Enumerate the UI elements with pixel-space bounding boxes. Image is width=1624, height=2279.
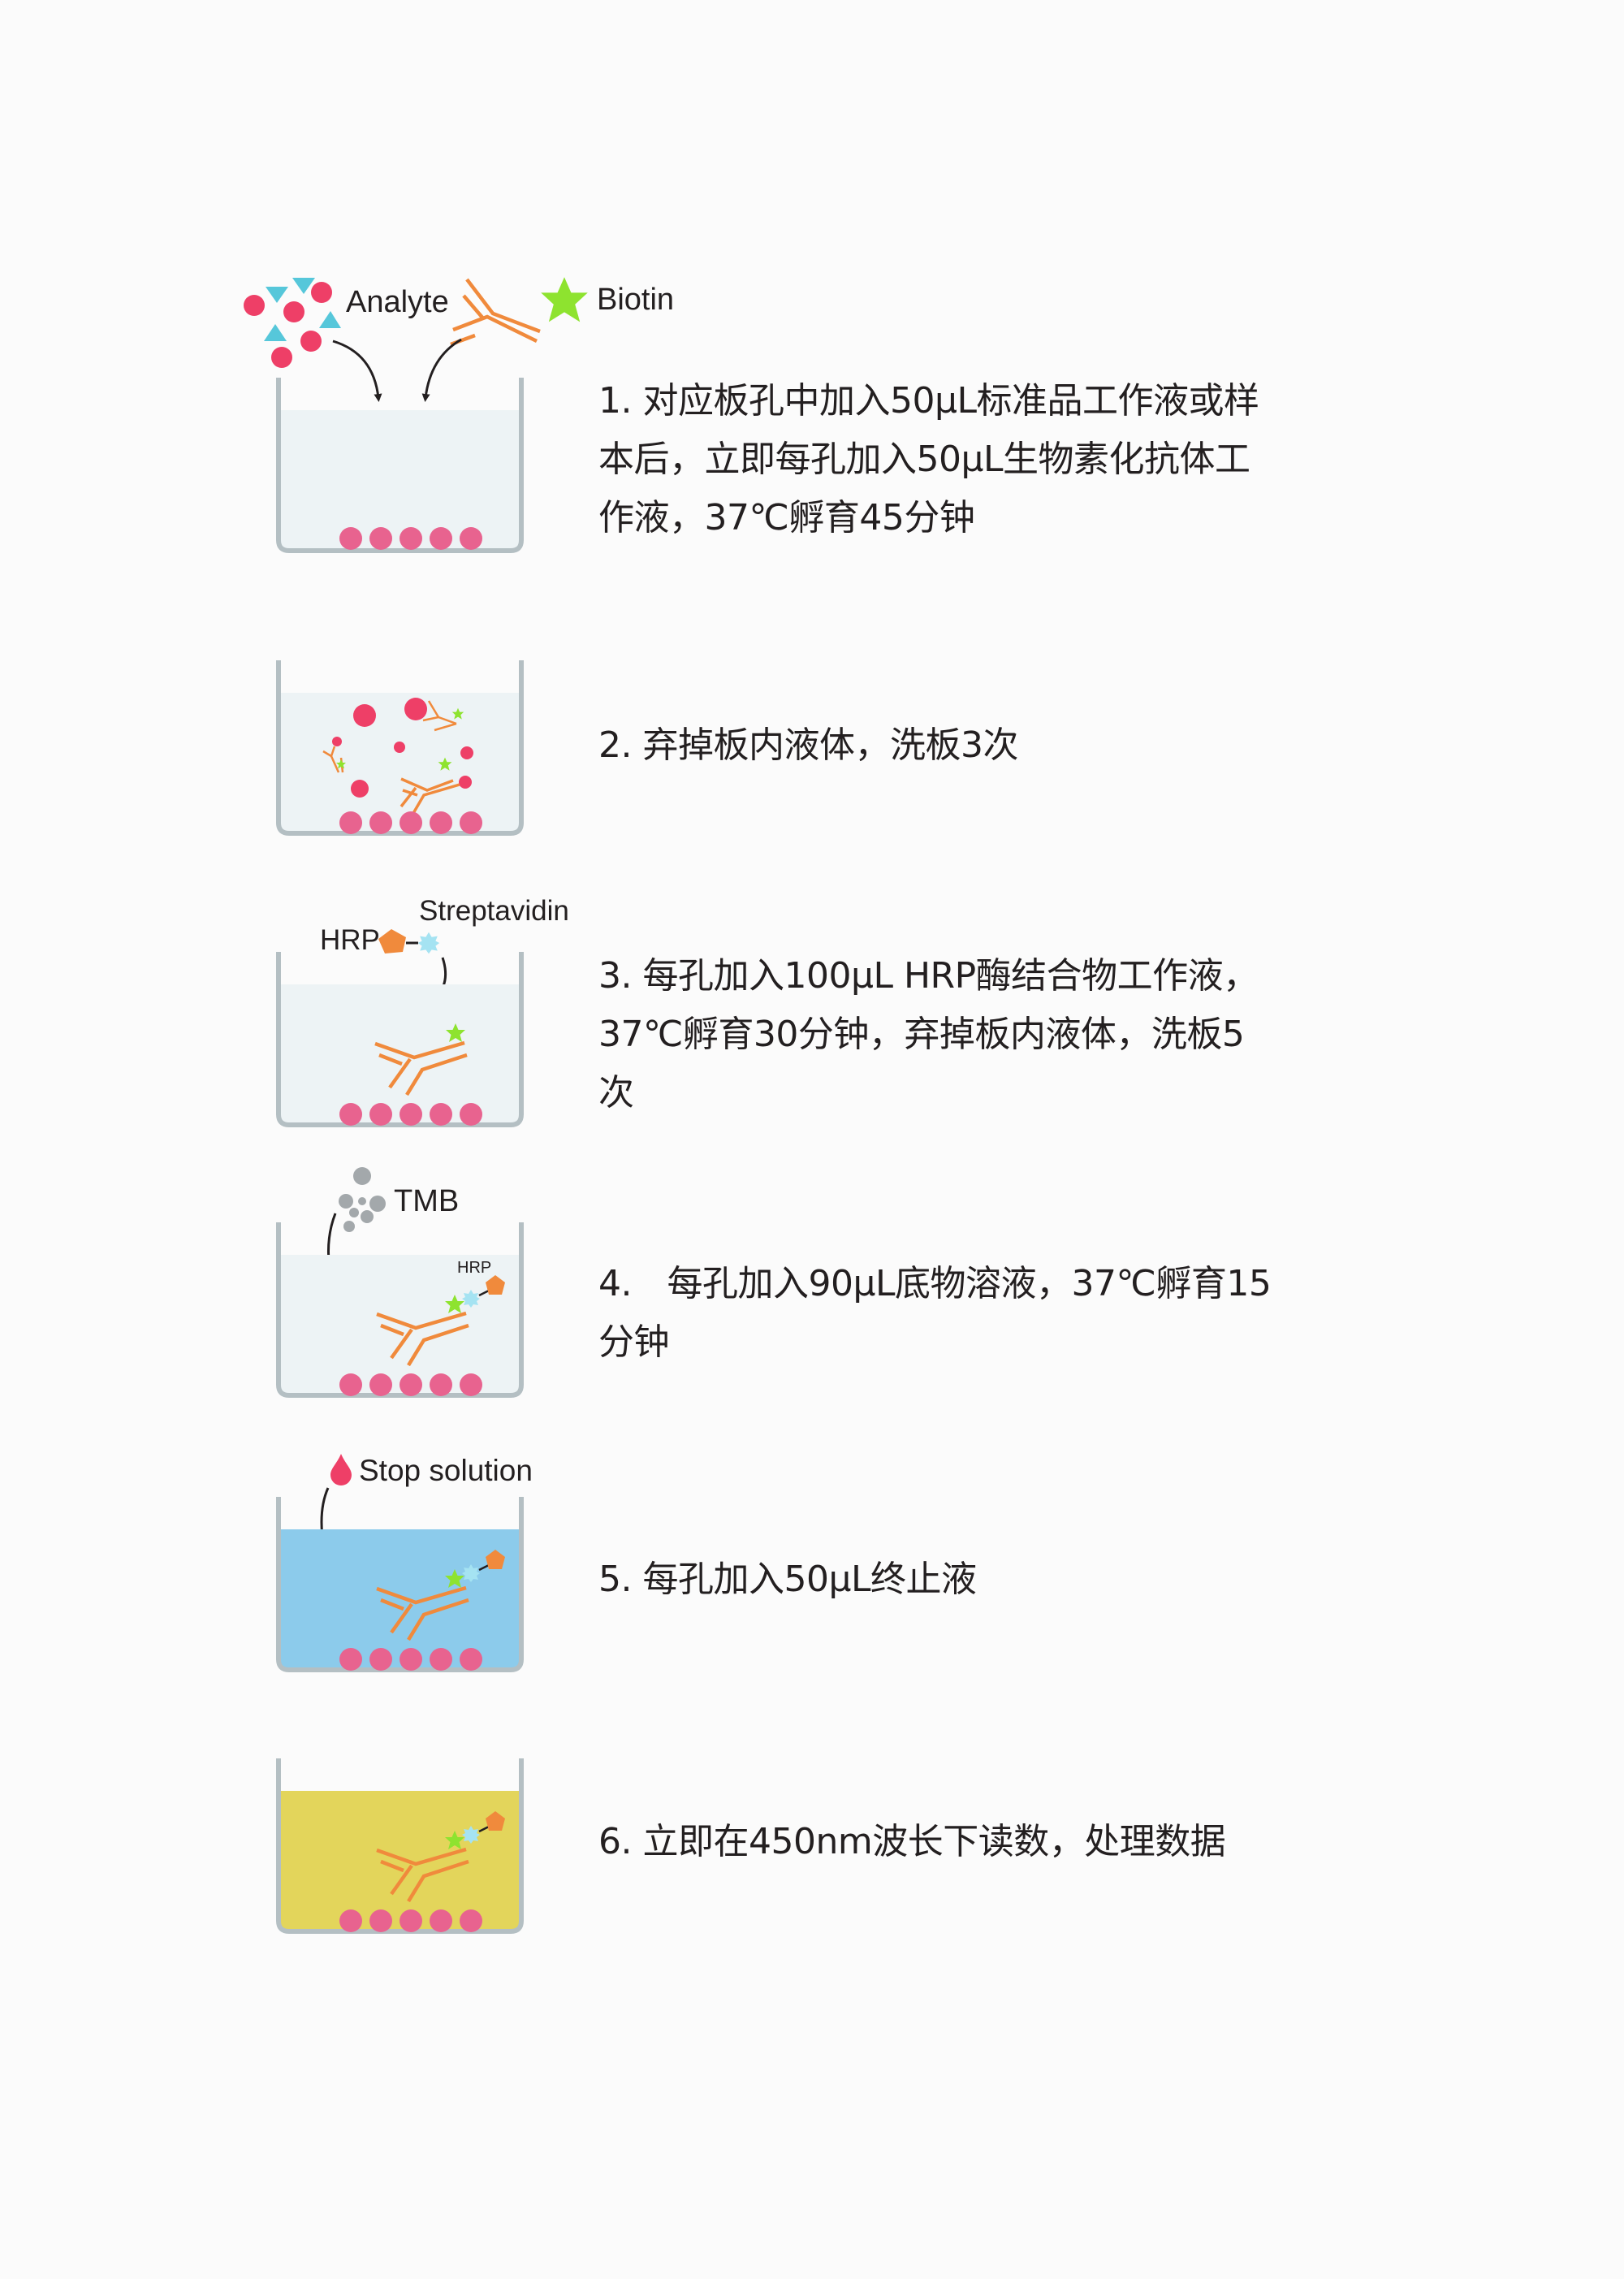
biotin-label: Biotin xyxy=(597,283,675,317)
arrow-icon xyxy=(332,338,462,402)
step-5-text: 5. 每孔加入50μL终止液 xyxy=(598,1559,977,1600)
well-3 xyxy=(276,952,524,1127)
step-3-text: 3. 每孔加入100μL HRP酶结合物工作液， 37℃孵育30分钟，弃掉板内液… xyxy=(598,955,1259,1114)
streptavidin-label: Streptavidin xyxy=(419,895,569,927)
step-1-text: 1. 对应板孔中加入50μL标准品工作液或样 本后，立即每孔加入50μL生物素化… xyxy=(598,380,1259,538)
step-2-text: 2. 弃掉板内液体，洗板3次 xyxy=(598,724,1018,766)
step-4-text: 4. 每孔加入90μL底物溶液，37℃孵育15 分钟 xyxy=(598,1263,1272,1363)
tmb-label: TMB xyxy=(394,1184,460,1218)
analyte-icon xyxy=(244,278,341,368)
analyte-label: Analyte xyxy=(346,285,449,319)
well-5 xyxy=(276,1497,524,1672)
well-1 xyxy=(276,378,524,553)
stop-solution-label: Stop solution xyxy=(359,1454,533,1487)
tmb-icon xyxy=(339,1167,386,1232)
well-6 xyxy=(276,1758,524,1934)
hrp-streptavidin-icon xyxy=(378,929,440,954)
step-6-text: 6. 立即在450nm波长下读数，处理数据 xyxy=(598,1821,1226,1862)
well-2 xyxy=(276,660,524,836)
hrp-small-label: HRP xyxy=(457,1259,492,1277)
biotin-star-icon xyxy=(541,277,588,322)
stop-solution-drop-icon xyxy=(330,1454,352,1485)
biotin-antibody-icon xyxy=(450,278,541,347)
hrp-label: HRP xyxy=(320,924,380,956)
well-4 xyxy=(276,1222,524,1398)
